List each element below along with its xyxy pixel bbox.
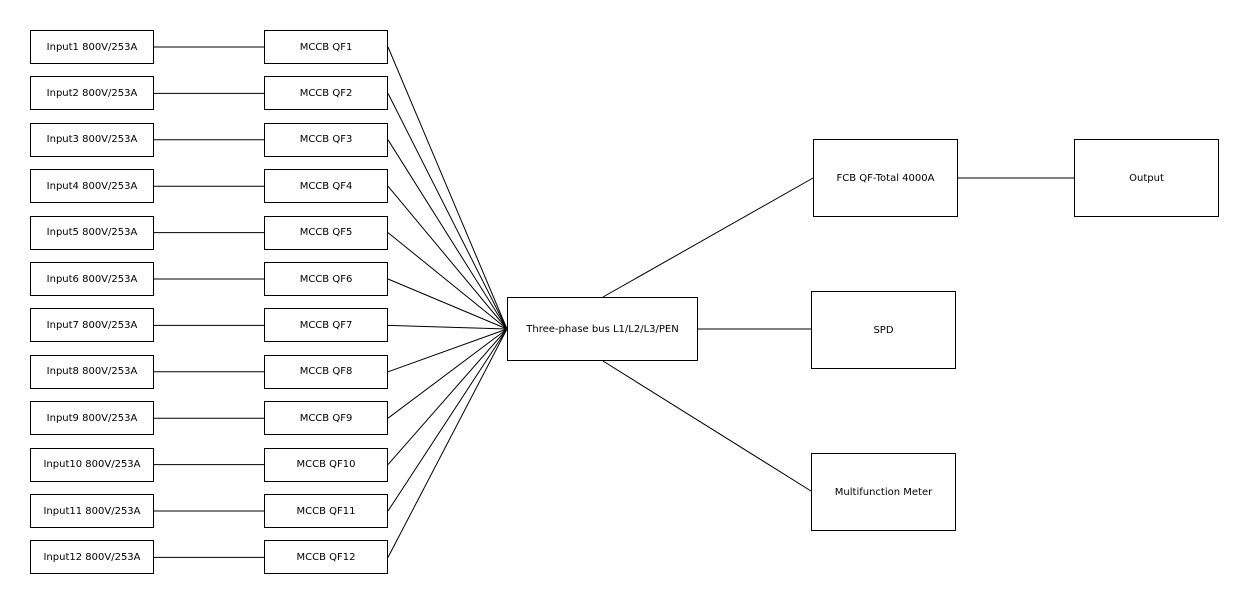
bus-to-fcb-line <box>602 177 814 298</box>
input-11-box: Input11 800V/253A <box>30 494 154 528</box>
input-8-box: Input8 800V/253A <box>30 354 154 389</box>
input-3-box: Input3 800V/253A <box>30 122 154 157</box>
mccb-qf6-box: MCCB QF6 <box>264 262 388 296</box>
mccb-qf4-box: MCCB QF4 <box>264 169 388 204</box>
mccb-qf6-to-bus-line <box>387 278 508 330</box>
three-phase-bus: Three-phase bus L1/L2/L3/PEN <box>507 297 698 361</box>
mccb-qf2-to-bus-line <box>387 93 508 330</box>
mccb-qf8-to-bus-line <box>387 328 508 373</box>
multifunction-meter-node: Multifunction Meter <box>811 453 956 531</box>
mccb-qf4-to-bus-line <box>387 185 508 330</box>
mccb-qf5-to-bus-line <box>387 232 508 330</box>
input-5-box: Input5 800V/253A <box>30 215 154 250</box>
mccb-qf3-to-bus-line <box>387 139 508 330</box>
input-12-box: Input12 800V/253A <box>30 540 154 575</box>
mccb-qf12-box: MCCB QF12 <box>264 540 388 575</box>
bus-to-meter-line <box>602 360 812 492</box>
mccb-qf9-box: MCCB QF9 <box>264 401 388 436</box>
mccb-qf10-to-bus-line <box>387 328 508 465</box>
mccb-qf8-box: MCCB QF8 <box>264 354 388 389</box>
input-10-box: Input10 800V/253A <box>30 447 154 482</box>
input-1-box: Input1 800V/253A <box>30 30 154 64</box>
mccb-qf5-box: MCCB QF5 <box>264 215 388 250</box>
input-2-box: Input2 800V/253A <box>30 76 154 111</box>
spd-node: SPD <box>811 291 956 369</box>
mccb-qf11-to-bus-line <box>387 328 508 512</box>
mccb-qf2-box: MCCB QF2 <box>264 76 388 111</box>
output-node: Output <box>1074 139 1219 217</box>
mccb-qf1-to-bus-line <box>387 46 508 330</box>
input-9-box: Input9 800V/253A <box>30 401 154 436</box>
mccb-qf11-box: MCCB QF11 <box>264 494 388 528</box>
mccb-qf9-to-bus-line <box>387 328 508 419</box>
mccb-qf10-box: MCCB QF10 <box>264 447 388 482</box>
mccb-qf1-box: MCCB QF1 <box>264 30 388 64</box>
input-7-box: Input7 800V/253A <box>30 308 154 343</box>
mccb-qf3-box: MCCB QF3 <box>264 122 388 157</box>
input-4-box: Input4 800V/253A <box>30 169 154 204</box>
mccb-qf7-to-bus-line <box>387 324 508 330</box>
mccb-qf7-box: MCCB QF7 <box>264 308 388 343</box>
mccb-qf12-to-bus-line <box>387 328 508 558</box>
main-breaker-fcb: FCB QF-Total 4000A <box>813 139 958 217</box>
input-6-box: Input6 800V/253A <box>30 262 154 296</box>
